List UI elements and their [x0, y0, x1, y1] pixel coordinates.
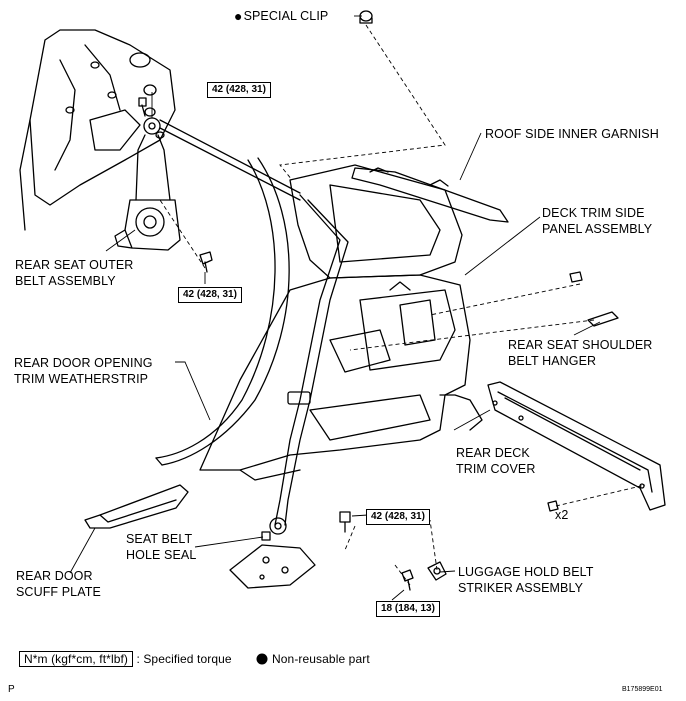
page-marker: P — [8, 684, 15, 695]
label-rear-seat-shoulder-line1: REAR SEAT SHOULDER — [508, 338, 653, 352]
special-clip-part — [359, 10, 373, 24]
label-luggage-hold-line2: STRIKER ASSEMBLY — [458, 581, 584, 595]
label-rear-door-scuff-line1: REAR DOOR — [16, 569, 93, 583]
deck-trim-side-panel-assembly — [199, 164, 483, 481]
seat-belt-webbing — [159, 119, 349, 535]
label-rear-door-opening-line2: TRIM WEATHERSTRIP — [14, 372, 149, 386]
rear-door-scuff-plate — [84, 484, 189, 529]
torque-spec-striker-bolt: 18 (184, 13) — [376, 601, 440, 617]
label-deck-trim-side-panel-line1: DECK TRIM SIDE — [542, 206, 645, 220]
rear-deck-trim-cover — [487, 381, 666, 511]
luggage-hold-belt-striker — [427, 561, 447, 581]
label-rear-seat-outer-belt-line2: BELT ASSEMBLY — [15, 274, 116, 288]
torque-spec-upper-anchor: 42 (428, 31) — [207, 82, 271, 98]
legend-specified-torque: : Specified torque — [136, 652, 232, 666]
legend-bullet-icon — [256, 653, 268, 665]
rear-seat-shoulder-belt-hanger — [587, 311, 619, 327]
torque-spec-floor-anchor: 42 (428, 31) — [366, 509, 430, 525]
label-rear-deck-trim-line2: TRIM COVER — [456, 462, 536, 476]
bolts — [199, 251, 583, 591]
non-reusable-bullet-icon: ● — [234, 8, 243, 24]
label-rear-door-opening-line1: REAR DOOR OPENING — [14, 356, 153, 370]
label-deck-trim-side-panel-line2: PANEL ASSEMBLY — [542, 222, 653, 236]
label-quantity-x2: x2 — [555, 508, 569, 522]
label-roof-side-inner-garnish: ROOF SIDE INNER GARNISH — [485, 127, 659, 141]
legend-non-reusable: Non-reusable part — [272, 652, 370, 666]
label-seat-belt-hole-line2: HOLE SEAL — [126, 548, 197, 562]
label-rear-seat-outer-belt-line1: REAR SEAT OUTER — [15, 258, 134, 272]
label-rear-seat-shoulder-line2: BELT HANGER — [508, 354, 597, 368]
floor-section — [229, 531, 316, 589]
label-special-clip: ●SPECIAL CLIP — [234, 9, 328, 24]
roof-side-inner-garnish — [351, 167, 509, 223]
label-luggage-hold-line1: LUGGAGE HOLD BELT — [458, 565, 594, 579]
label-special-clip-text: SPECIAL CLIP — [243, 9, 329, 23]
rear-seat-outer-belt-assembly — [114, 97, 181, 251]
legend: N*m (kgf*cm, ft*lbf) : Specified torque — [19, 651, 232, 667]
label-seat-belt-hole-line1: SEAT BELT — [126, 532, 193, 546]
legend-unit-box: N*m (kgf*cm, ft*lbf) — [19, 651, 134, 667]
torque-spec-retractor-bolt: 42 (428, 31) — [178, 287, 242, 303]
rear-door-opening-trim-weatherstrip — [155, 157, 290, 466]
label-rear-door-scuff-line2: SCUFF PLATE — [16, 585, 101, 599]
label-rear-deck-trim-line1: REAR DECK — [456, 446, 530, 460]
figure-code: B175899E01 — [622, 686, 663, 693]
